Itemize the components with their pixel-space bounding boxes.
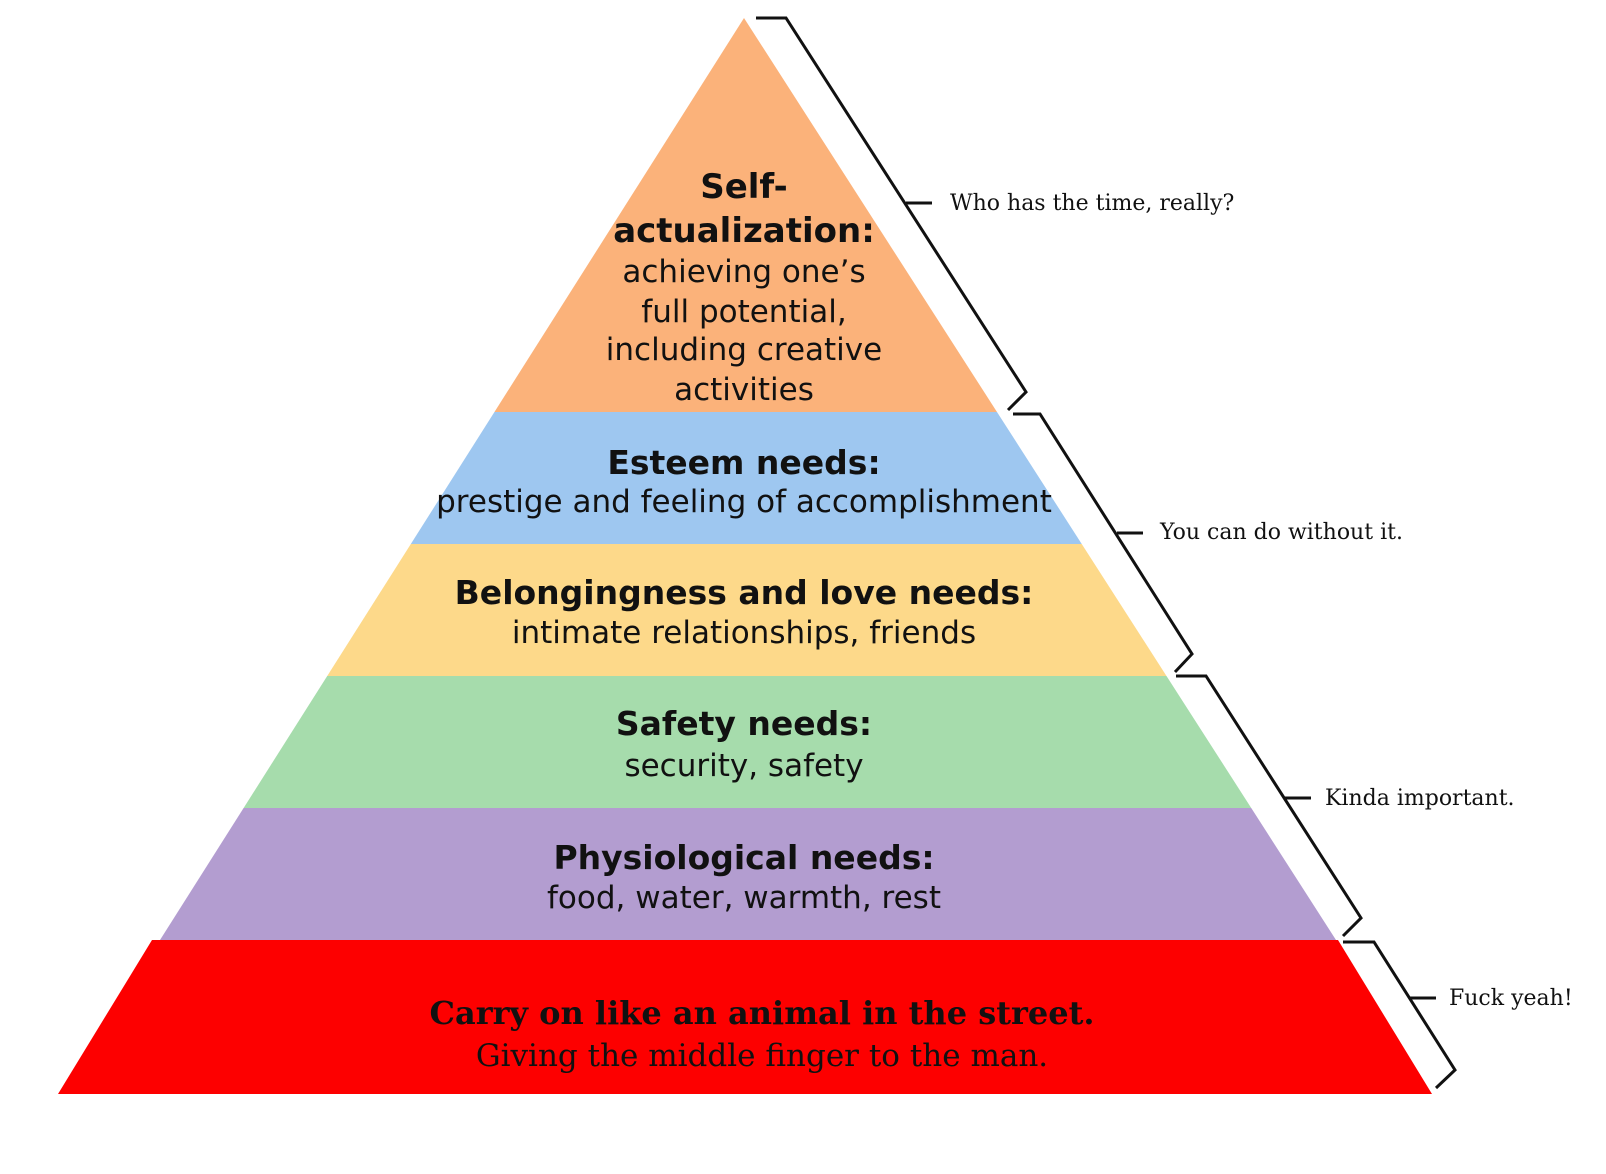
annotation-who-has-time: Who has the time, really? bbox=[950, 191, 1234, 216]
tier-safety: Safety needs: security, safety bbox=[243, 676, 1252, 808]
annotation-brackets bbox=[756, 16, 1457, 1090]
tier-esteem: Esteem needs:prestige and feeling of acc… bbox=[410, 412, 1082, 544]
tier-belongingness: Belongingness and love needs:intimate re… bbox=[327, 544, 1167, 676]
tier-safety-title: Safety needs: bbox=[616, 704, 872, 743]
tier-base-title: Carry on like an animal in the street. bbox=[430, 994, 1095, 1032]
bracket-fuck-yeah bbox=[1343, 940, 1457, 1090]
tier-self-actualization-description: including creative bbox=[606, 332, 882, 368]
tier-base-band bbox=[58, 940, 1432, 1094]
tier-self-actualization-description: achieving one’s bbox=[622, 254, 865, 290]
tier-physiological: Physiological needs:food, water, warmth,… bbox=[160, 808, 1336, 940]
pyramid-tiers: Self-actualization:achieving one’s full p… bbox=[58, 18, 1432, 1094]
tier-physiological-description: food, water, warmth, rest bbox=[547, 880, 941, 916]
tier-physiological-title: Physiological needs: bbox=[553, 838, 934, 877]
tier-self-actualization: Self-actualization:achieving one’s full p… bbox=[494, 18, 997, 412]
tier-esteem-title: Esteem needs: bbox=[607, 443, 880, 482]
annotation-notes: Who has the time, really? You can do with… bbox=[950, 191, 1573, 1011]
tier-base: Carry on like an animal in the street. Gi… bbox=[58, 940, 1432, 1094]
bracket-kinda-important bbox=[1176, 674, 1363, 938]
annotation-do-without: You can do without it. bbox=[1159, 520, 1403, 545]
tier-physiological-band bbox=[160, 808, 1336, 940]
tier-self-actualization-description: full potential, bbox=[641, 294, 846, 330]
tier-self-actualization-description: activities bbox=[674, 372, 814, 408]
bracket-who-has-time bbox=[756, 16, 1028, 412]
annotation-kinda-important: Kinda important. bbox=[1325, 786, 1515, 811]
tier-esteem-description: prestige and feeling of accomplishment bbox=[436, 484, 1052, 520]
bracket-do-without bbox=[1013, 412, 1194, 674]
tier-belongingness-band bbox=[327, 544, 1167, 676]
tier-safety-band bbox=[243, 676, 1252, 808]
tier-belongingness-description: intimate relationships, friends bbox=[512, 615, 976, 651]
tier-esteem-band bbox=[410, 412, 1082, 544]
tier-safety-description: security, safety bbox=[624, 748, 863, 784]
tier-self-actualization-title: actualization: bbox=[613, 211, 875, 251]
annotation-fuck-yeah: Fuck yeah! bbox=[1449, 986, 1573, 1011]
tier-base-description: Giving the middle finger to the man. bbox=[476, 1038, 1048, 1074]
tier-self-actualization-band bbox=[494, 18, 997, 412]
tier-self-actualization-title: Self- bbox=[700, 167, 788, 207]
tier-belongingness-title: Belongingness and love needs: bbox=[455, 573, 1034, 612]
